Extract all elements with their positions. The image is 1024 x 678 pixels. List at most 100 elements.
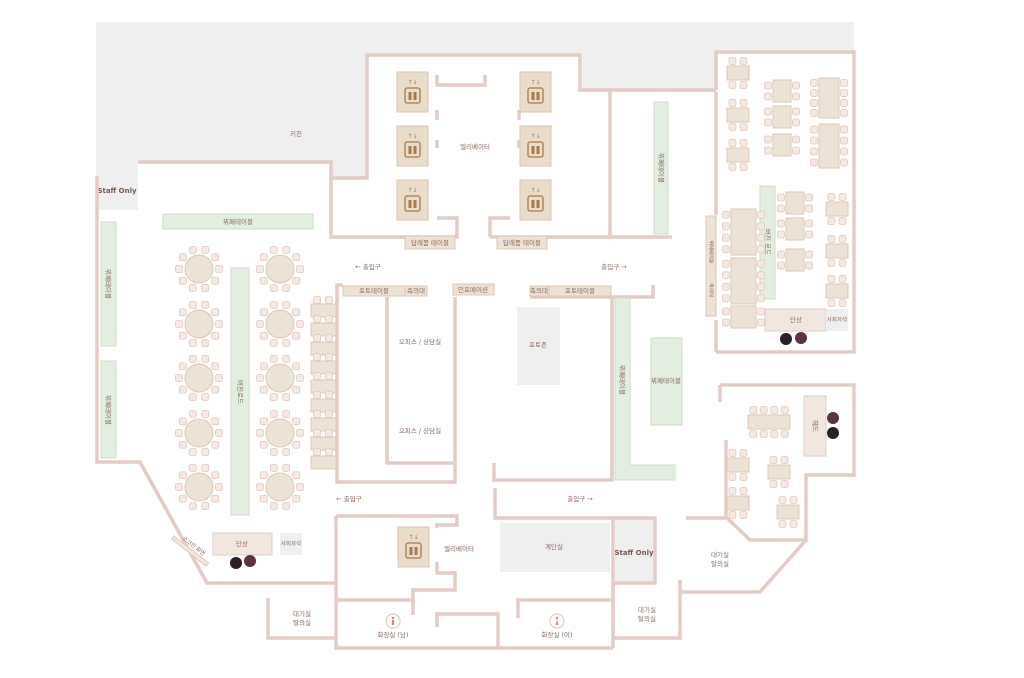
buffet-label: 뷔페테이블 <box>104 395 113 425</box>
waiting-room-center: 대기실 탈의실 <box>638 605 656 623</box>
chair <box>269 301 278 309</box>
chair <box>259 494 268 503</box>
person-figure <box>230 557 242 569</box>
chair <box>722 210 730 219</box>
head-table <box>803 395 827 457</box>
stage-left <box>212 532 273 556</box>
chair <box>759 406 768 414</box>
rect-table <box>825 243 849 259</box>
chair <box>840 99 848 107</box>
chair <box>313 372 321 380</box>
chair <box>201 339 210 347</box>
gift-table-right <box>496 235 548 250</box>
chair <box>757 210 765 219</box>
chair <box>259 385 268 394</box>
rect-table <box>785 248 805 272</box>
chair <box>211 308 220 317</box>
chair <box>269 246 278 254</box>
person-figure <box>795 332 807 344</box>
round-table <box>184 418 214 448</box>
chair <box>722 318 730 327</box>
chair <box>769 456 778 464</box>
chair <box>769 480 778 488</box>
chair <box>777 219 785 228</box>
chair <box>215 320 223 328</box>
chair <box>188 410 197 418</box>
chair <box>764 92 772 101</box>
wall-segment <box>435 75 487 87</box>
chair <box>728 511 737 519</box>
round-table <box>265 418 295 448</box>
chair <box>770 430 779 438</box>
chair <box>838 193 847 201</box>
rect-table <box>776 504 800 520</box>
elevator-label: 엘리베이터 <box>444 544 474 553</box>
chair <box>739 511 748 519</box>
buffet-table-l-shape <box>614 297 676 481</box>
chair <box>722 222 730 231</box>
virgin-road-label: 버진 로드 <box>764 229 773 255</box>
wall-segment <box>385 297 453 465</box>
chair <box>325 296 333 304</box>
chair <box>178 417 187 426</box>
chair <box>282 393 291 401</box>
wall-segment <box>435 612 500 648</box>
buffet-label: 뷔페테이블 <box>651 376 681 385</box>
chair <box>722 282 730 291</box>
chair <box>211 253 220 262</box>
chair <box>325 334 333 342</box>
buffet-table-right-narrow <box>705 215 717 317</box>
chair <box>840 89 848 97</box>
chair <box>292 362 301 371</box>
elevator-icon: ↑↓ <box>404 133 421 158</box>
chair <box>211 331 220 340</box>
chair <box>256 320 264 328</box>
round-table <box>265 254 295 284</box>
wall-segment <box>331 53 716 180</box>
chair <box>269 393 278 401</box>
chair <box>256 265 264 273</box>
chair <box>838 259 847 267</box>
wall-segment <box>488 216 510 237</box>
chair <box>292 276 301 285</box>
chair <box>739 487 748 495</box>
elevator-hall-label: 엘리베이터 <box>460 142 490 151</box>
wall-segment <box>334 600 613 650</box>
staff-only-room <box>97 176 138 210</box>
waiting-room-label: 대기실 <box>638 605 656 614</box>
rect-table <box>726 495 750 511</box>
chair <box>211 276 220 285</box>
chair <box>792 135 800 144</box>
restroom-women-label: 화장실 (여) <box>541 630 572 639</box>
rect-table <box>772 105 792 129</box>
photo-table-right <box>548 285 612 297</box>
chair <box>259 440 268 449</box>
entrance-left-label: ← 출입구 <box>355 262 380 271</box>
restroom-men-label: 화장실 (남) <box>377 630 408 639</box>
mc-seat-right <box>826 309 848 331</box>
chair <box>215 483 223 491</box>
chair <box>256 483 264 491</box>
office-label: 오피스 / 상담실 <box>399 426 441 435</box>
chair <box>827 259 836 267</box>
chair <box>777 193 785 202</box>
chair <box>838 275 847 283</box>
dressing-room-label: 탈의실 <box>293 618 311 627</box>
chair <box>313 429 321 437</box>
rect-table <box>785 191 805 215</box>
kitchen-area <box>96 22 854 178</box>
round-table <box>265 309 295 339</box>
chair <box>780 480 789 488</box>
chair <box>810 79 818 87</box>
photo-zone-label: 포토존 <box>529 341 547 349</box>
chair <box>739 99 748 107</box>
elevator-car <box>396 179 429 221</box>
rect-table <box>825 283 849 299</box>
chair <box>764 146 772 155</box>
chair <box>188 502 197 510</box>
elevator-icon: ↑↓ <box>404 79 421 104</box>
chair <box>827 193 836 201</box>
chair <box>827 299 836 307</box>
chair <box>757 259 765 268</box>
photo-table-label: 포토테이블 <box>359 286 389 295</box>
